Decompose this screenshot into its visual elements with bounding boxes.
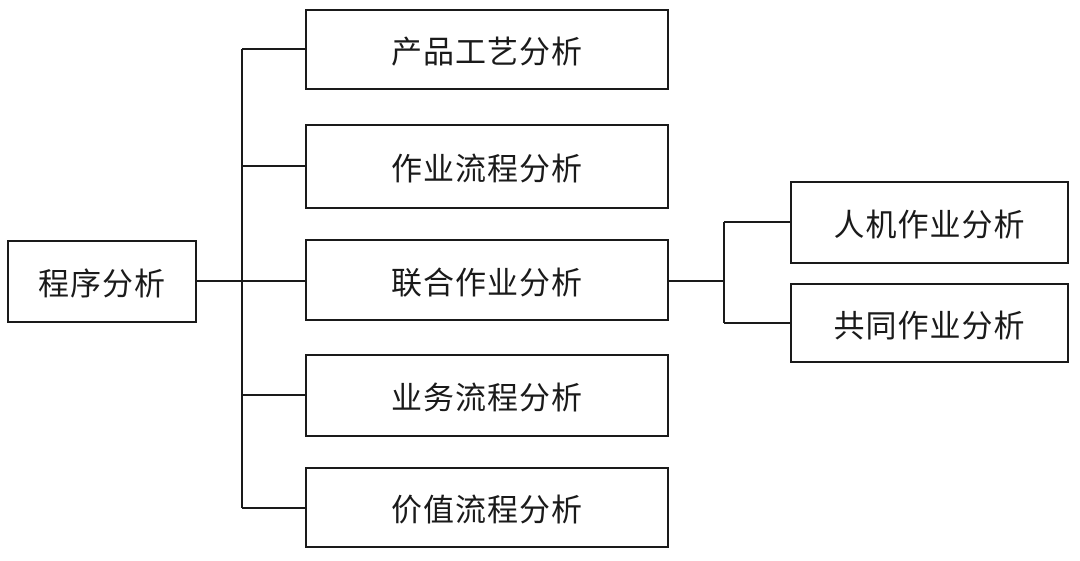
node-label: 共同作业分析	[833, 308, 1026, 345]
node-business-process-analysis: 业务流程分析	[305, 354, 669, 437]
node-label: 价值流程分析	[391, 493, 583, 529]
node-label: 程序分析	[38, 267, 166, 303]
node-joint-operation-analysis: 联合作业分析	[305, 239, 669, 321]
node-label: 作业流程分析	[391, 152, 583, 188]
node-co-operation-analysis: 共同作业分析	[790, 283, 1069, 363]
node-operation-flow-analysis: 作业流程分析	[305, 124, 669, 209]
node-label: 业务流程分析	[391, 381, 583, 417]
node-man-machine-analysis: 人机作业分析	[790, 181, 1069, 264]
node-label: 联合作业分析	[391, 265, 583, 302]
node-program-analysis: 程序分析	[7, 240, 197, 323]
node-label: 产品工艺分析	[391, 35, 583, 71]
node-value-stream-analysis: 价值流程分析	[305, 467, 669, 548]
node-label: 人机作业分析	[833, 208, 1026, 244]
node-product-process-analysis: 产品工艺分析	[305, 9, 669, 90]
